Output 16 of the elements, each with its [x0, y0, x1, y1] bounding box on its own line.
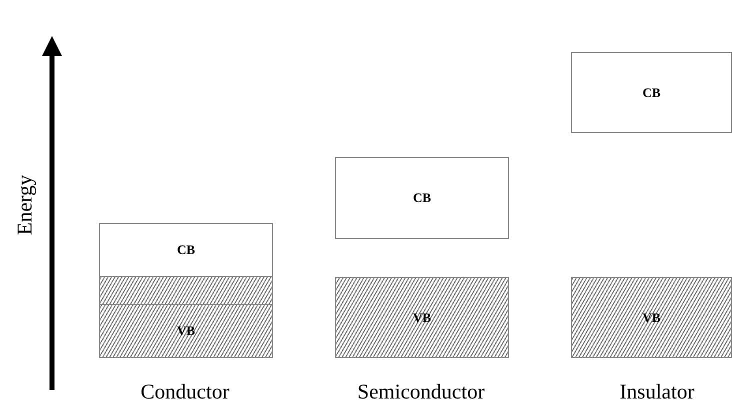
band-label: CB [412, 190, 432, 206]
band-label: CB [176, 242, 196, 258]
band-label: VB [412, 310, 432, 326]
overlap-band [99, 276, 273, 305]
band-label: VB [642, 310, 661, 326]
band-label: CB [642, 84, 661, 100]
valence-band [571, 277, 732, 358]
valence-band [335, 277, 509, 358]
valence-band [99, 304, 273, 358]
material-label: Semiconductor [357, 380, 485, 403]
material-label: Insulator [620, 380, 694, 403]
material-label: Conductor [140, 380, 230, 403]
axis-label: Energy [12, 174, 38, 236]
band-label: VB [176, 323, 196, 339]
conduction-band [571, 52, 732, 133]
conduction-band [335, 157, 509, 239]
